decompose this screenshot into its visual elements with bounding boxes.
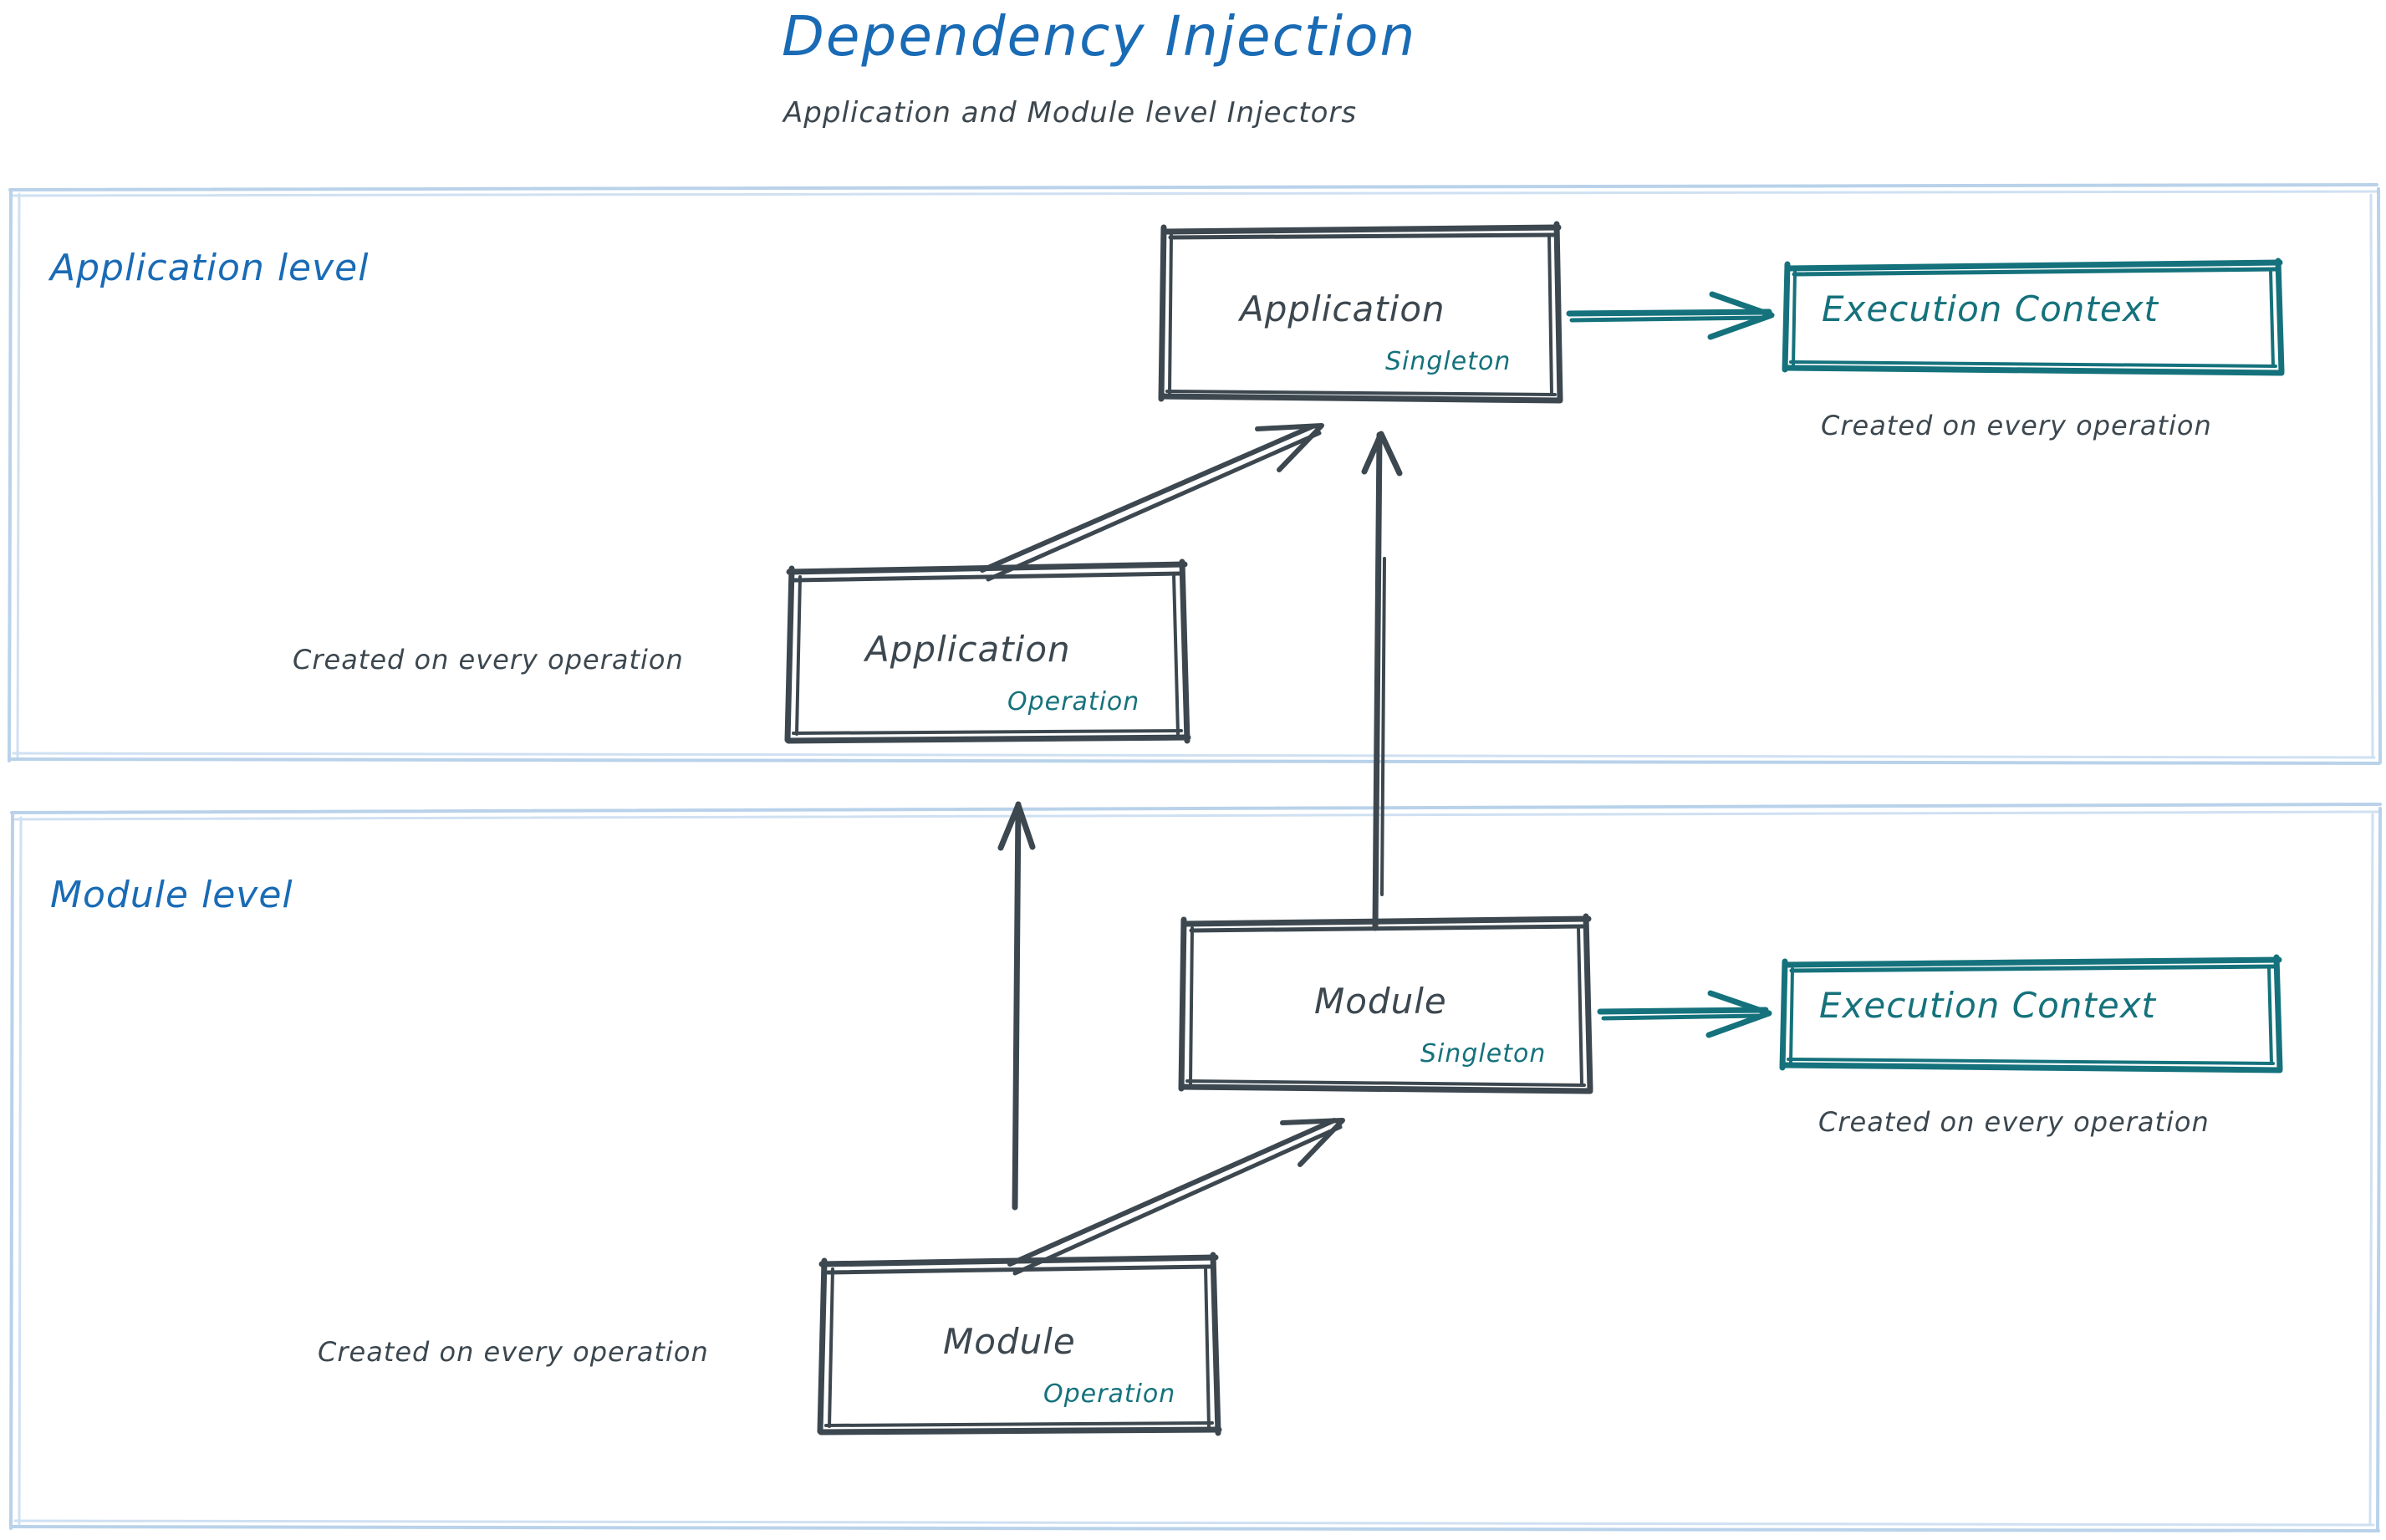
node-title-application-execution-context: Execution Context [1822,288,2159,329]
node-title-application-operation: Application [865,629,1071,670]
edge-module-singleton-to-app-singleton [1361,431,1403,931]
page-subtitle: Application and Module level Injectors [783,96,1358,130]
group-label-application-level: Application level [50,247,370,289]
node-scope-module-operation: Operation [1043,1379,1176,1409]
page-title: Dependency Injection [782,4,1417,69]
node-scope-application-operation: Operation [1007,687,1140,716]
node-title-module-singleton: Module [1314,981,1447,1022]
edge-module-operation-to-app-operation [997,801,1036,1211]
note-module-execution-context: Created on every operation [1818,1106,2210,1138]
edge-app-operation-to-app-singleton [980,423,1324,582]
edge-module-operation-to-module-singleton [1007,1118,1345,1276]
node-title-application-singleton: Application [1240,288,1445,329]
note-module-operation: Created on every operation [318,1336,709,1368]
node-scope-application-singleton: Singleton [1385,347,1512,376]
note-application-execution-context: Created on every operation [1821,410,2212,441]
node-title-module-operation: Module [943,1321,1076,1362]
node-scope-module-singleton: Singleton [1420,1039,1547,1068]
group-label-module-level: Module level [50,874,293,916]
edge-module-singleton-to-execution-context [1597,990,1772,1038]
group-container-module-level [9,803,2382,1532]
node-title-module-execution-context: Execution Context [1819,985,2157,1026]
edge-app-singleton-to-execution-context [1566,291,1775,340]
note-application-operation: Created on every operation [293,644,684,676]
